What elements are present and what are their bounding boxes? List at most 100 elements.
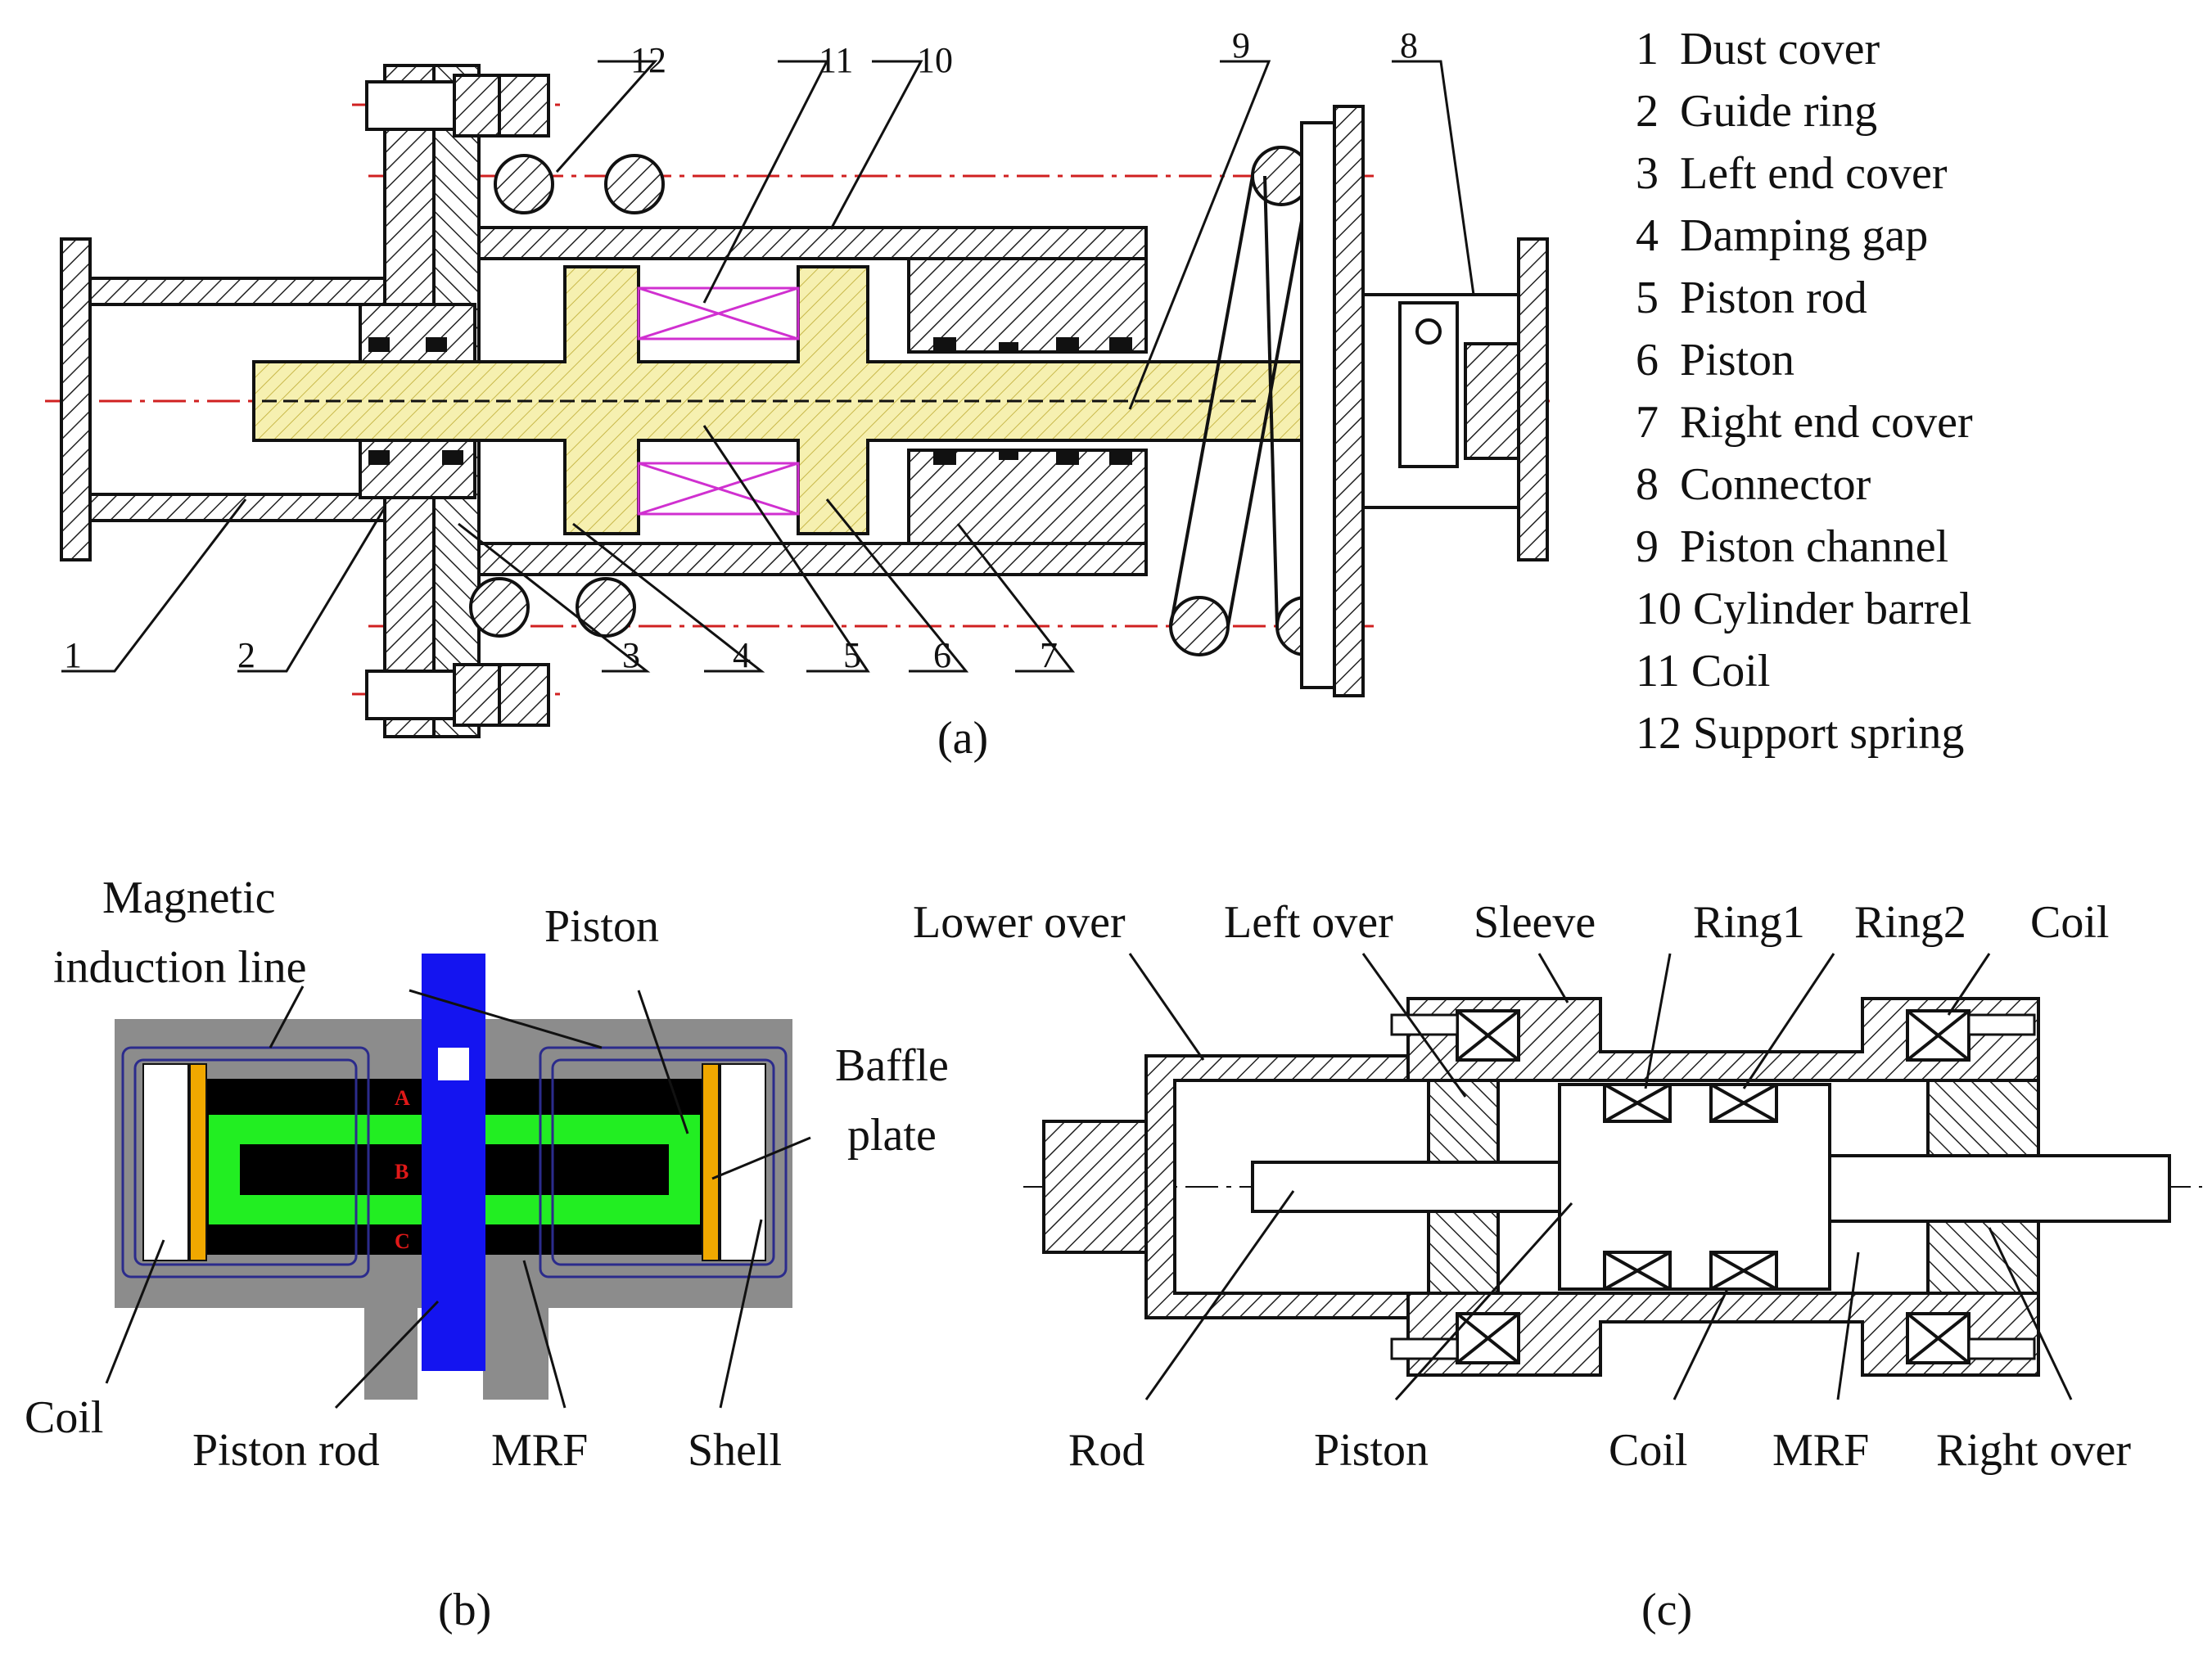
gap-b: B [395, 1160, 409, 1184]
rod-left [1251, 1161, 1561, 1213]
label-rod: Rod [1068, 1425, 1144, 1476]
legend-item: 2 Guide ring [1636, 80, 1973, 142]
callout-11: 11 [819, 40, 853, 80]
legend-label: Left end cover [1680, 148, 1948, 199]
piston-c [1558, 1083, 1831, 1291]
dust-cover-upper [88, 277, 403, 306]
gap-a: A [395, 1086, 410, 1110]
callout-9: 9 [1232, 25, 1250, 65]
callout-12: 12 [630, 40, 666, 80]
caption-c: (c) [1641, 1585, 1692, 1635]
panel-b-drawing [105, 954, 811, 1409]
label-plate: plate [847, 1110, 937, 1161]
legend-label: Guide ring [1680, 86, 1878, 137]
leaders-b [105, 985, 811, 1409]
gap-c: C [395, 1229, 410, 1253]
callout-5: 5 [843, 635, 861, 675]
callout-2: 2 [237, 635, 255, 675]
legend-a: 1 Dust cover 2 Guide ring 3 Left end cov… [1636, 18, 1973, 764]
callouts-a: 1 2 3 4 5 6 7 8 9 10 11 12 [64, 25, 1418, 675]
legend-num: 2 [1636, 86, 1659, 137]
legend-num: 7 [1636, 397, 1659, 448]
legend-num: 6 [1636, 335, 1659, 386]
legend-num: 10 [1636, 584, 1682, 634]
bolts-c [1390, 1013, 2036, 1360]
label-coil-c-bottom: Coil [1609, 1425, 1687, 1476]
callout-7: 7 [1040, 635, 1058, 675]
bolt-top [365, 74, 550, 138]
label-shell: Shell [688, 1425, 782, 1476]
label-left-over: Left over [1224, 897, 1393, 948]
label-right-over: Right over [1936, 1425, 2131, 1476]
seals [368, 337, 1132, 465]
caption-a: (a) [937, 713, 988, 764]
label-magnetic: Magnetic [102, 873, 275, 923]
label-mrf-c: MRF [1772, 1425, 1869, 1476]
leaders-a [61, 60, 1475, 673]
lower-over-stub [1042, 1120, 1148, 1254]
label-sleeve: Sleeve [1474, 897, 1596, 948]
callout-3: 3 [622, 635, 640, 675]
cylinder-barrel-upper [477, 226, 1148, 260]
panel-a-drawing [45, 60, 1555, 738]
coil-a [637, 286, 800, 516]
legend-label: Damping gap [1680, 210, 1929, 261]
right-end-cover-lower [907, 449, 1148, 545]
label-piston-b: Piston [544, 901, 659, 952]
right-end-cover-upper [907, 257, 1148, 354]
legend-item: 12 Support spring [1636, 702, 1973, 764]
legend-label: Cylinder barrel [1693, 584, 1972, 634]
coil-left-b [142, 1063, 189, 1261]
legend-label: Piston rod [1680, 273, 1867, 323]
legend-item: 1 Dust cover [1636, 18, 1973, 80]
connector [1361, 237, 1549, 561]
label-coil-b: Coil [25, 1392, 103, 1443]
sleeve-lower [1406, 1292, 2040, 1377]
legend-label: Connector [1680, 459, 1871, 510]
legend-item: 5 Piston rod [1636, 267, 1973, 329]
legend-item: 3 Left end cover [1636, 142, 1973, 205]
label-mrf-b: MRF [491, 1425, 588, 1476]
rod-right [1828, 1154, 2171, 1223]
legend-num: 12 [1636, 708, 1682, 759]
label-lower-over: Lower over [913, 897, 1126, 948]
legend-item: 11 Coil [1636, 640, 1973, 702]
caption-b: (b) [438, 1585, 491, 1635]
legend-num: 11 [1636, 646, 1680, 697]
bolt-bottom [365, 663, 550, 727]
label-baffle: Baffle [835, 1040, 949, 1091]
cylinder-barrel-lower [477, 542, 1148, 576]
panel-c-drawing [1023, 953, 2202, 1401]
callout-1: 1 [64, 635, 82, 675]
spring-seat [1300, 121, 1336, 689]
legend-label: Right end cover [1680, 397, 1973, 448]
coils-c [1456, 1009, 1970, 1364]
rod-slot [438, 1048, 469, 1080]
legend-item: 4 Damping gap [1636, 205, 1973, 267]
callout-8: 8 [1400, 25, 1418, 65]
callout-4: 4 [733, 635, 751, 675]
labels-c: Lower over Left over Sleeve Ring1 Ring2 … [913, 897, 2131, 1476]
labels-b: Magnetic induction line Piston Baffle pl… [25, 873, 949, 1476]
callout-6: 6 [933, 635, 951, 675]
legend-num: 3 [1636, 148, 1659, 199]
legend-item: 10 Cylinder barrel [1636, 578, 1973, 640]
legend-label: Piston channel [1680, 521, 1949, 572]
callout-10: 10 [917, 40, 953, 80]
label-coil-c-top: Coil [2030, 897, 2109, 948]
sleeve-upper [1406, 997, 2040, 1082]
legend-item: 6 Piston [1636, 329, 1973, 391]
label-piston-c: Piston [1314, 1425, 1429, 1476]
label-ring1: Ring1 [1693, 897, 1805, 948]
coil-right-b [720, 1063, 766, 1261]
legend-item: 8 Connector [1636, 453, 1973, 516]
label-ring2: Ring2 [1854, 897, 1966, 948]
piston-rod-b [422, 954, 485, 1371]
legend-num: 8 [1636, 459, 1659, 510]
spring-plate [1333, 105, 1365, 697]
dust-cover-lower [88, 493, 403, 522]
legend-label: Support spring [1693, 708, 1965, 759]
legend-num: 1 [1636, 24, 1659, 74]
baffle-left [189, 1063, 207, 1261]
